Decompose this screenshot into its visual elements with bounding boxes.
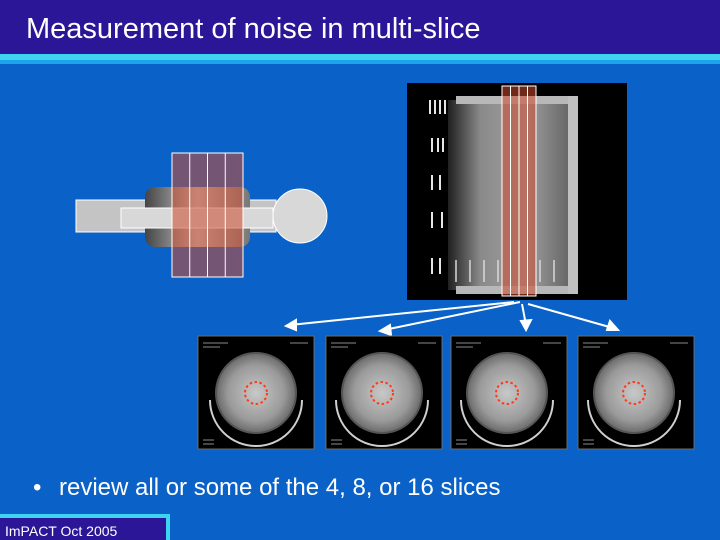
accent-rule	[0, 54, 720, 60]
phantom-sketch	[75, 152, 328, 278]
ct-slice-2	[325, 335, 443, 450]
slide-title: Measurement of noise in multi-slice	[26, 13, 481, 45]
ct-slice-3	[450, 335, 568, 450]
ct-slice-1	[197, 335, 315, 450]
slice-arrows	[283, 301, 621, 337]
bullet-marker: •	[33, 474, 42, 501]
bullet-text: review all or some of the 4, 8, or 16 sl…	[59, 474, 501, 501]
footer-text: ImPACT Oct 2005	[5, 523, 118, 539]
ct-slice-4	[577, 335, 695, 450]
accent-rule-lower	[0, 60, 720, 64]
scout-image	[407, 83, 627, 300]
footer: ImPACT Oct 2005	[0, 514, 170, 540]
bullet-item: • review all or some of the 4, 8, or 16 s…	[33, 474, 501, 502]
title-bar: Measurement of noise in multi-slice	[0, 0, 720, 54]
